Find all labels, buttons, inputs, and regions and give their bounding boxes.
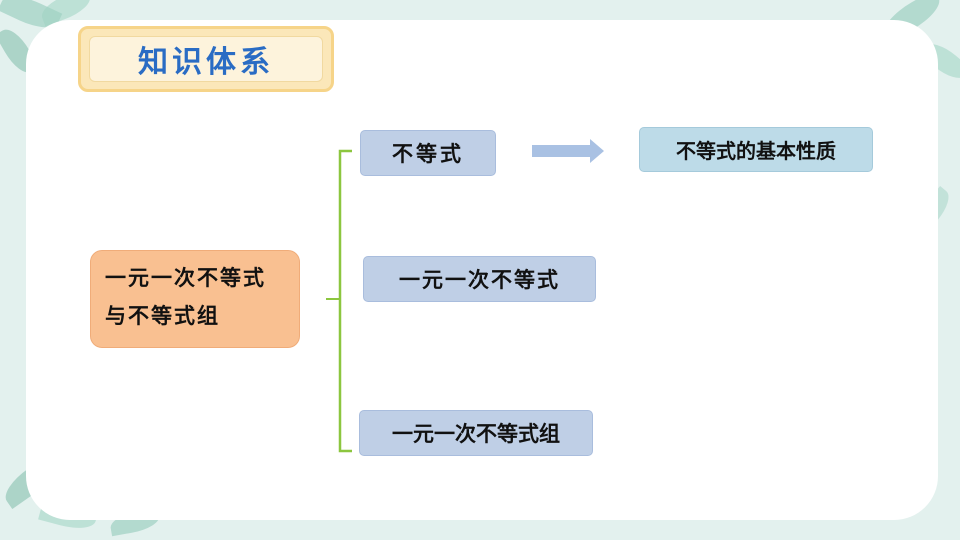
branch-node-linear-inequality-system: 一元一次不等式组 <box>359 410 593 456</box>
extension-node-properties: 不等式的基本性质 <box>639 127 873 172</box>
title-badge: 知识体系 <box>78 26 334 92</box>
root-node: 一元一次不等式 与不等式组 <box>90 250 300 348</box>
root-node-line1: 一元一次不等式 <box>105 265 266 290</box>
root-node-line2: 与不等式组 <box>105 303 220 328</box>
title-badge-inner: 知识体系 <box>89 36 323 82</box>
branch-bracket <box>338 149 352 453</box>
arrow-right-icon <box>532 139 604 163</box>
page-title: 知识体系 <box>138 45 274 80</box>
branch-node-linear-inequality: 一元一次不等式 <box>363 256 596 302</box>
branch-node-inequality: 不等式 <box>360 130 496 176</box>
